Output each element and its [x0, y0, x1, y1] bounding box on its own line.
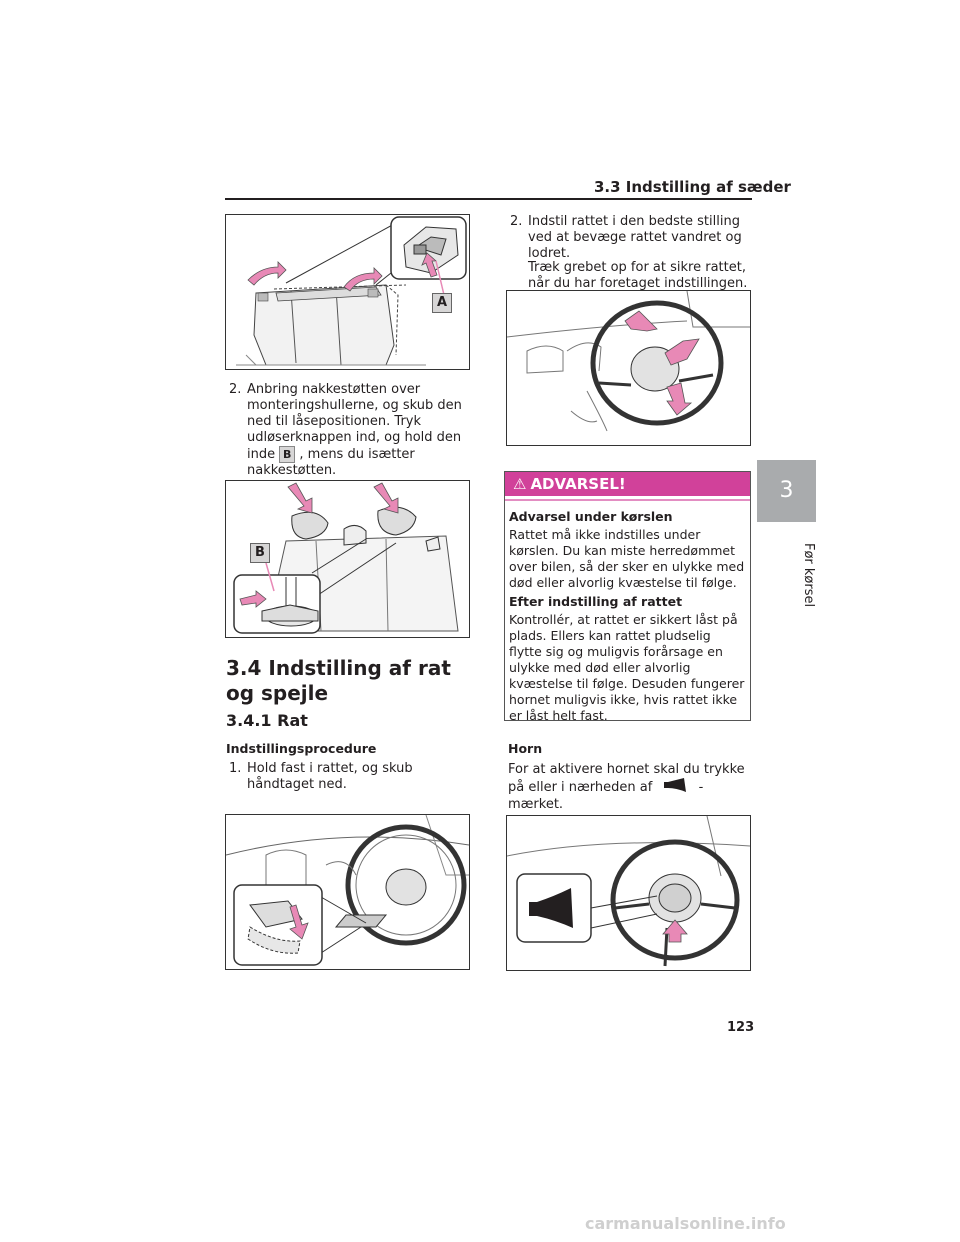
warning-subtitle-driving: Advarsel under kørslen — [509, 509, 673, 524]
page-number: 123 — [727, 1020, 755, 1035]
horn-icon — [656, 778, 694, 797]
horn-text-before: For at aktivere hornet skal du trykke på… — [508, 762, 745, 795]
warning-triangle-icon: ⚠ — [513, 475, 527, 493]
warning-subtitle-after-adjust: Efter indstilling af rattet — [509, 594, 683, 609]
figure-wheel-adjust-directions — [506, 290, 751, 446]
warning-body: Advarsel under kørslen Rattet må ikke in… — [505, 501, 750, 724]
step-1-hold-wheel: 1. Hold fast i rattet, og skub håndtaget … — [229, 761, 483, 793]
step-text: Hold fast i rattet, og skub håndtaget ne… — [247, 761, 413, 792]
warning-title: ADVARSEL! — [530, 475, 626, 493]
figure-callout-b: B — [250, 543, 270, 563]
header-rule — [225, 198, 752, 200]
step-text: Indstil rattet i den bedste stilling ved… — [528, 214, 742, 261]
running-header-title: 3.3 Indstilling af sæder — [594, 178, 791, 196]
step-number: 2. — [510, 214, 523, 229]
horn-text-after: -mærket. — [508, 780, 704, 812]
warning-header: ⚠ ADVARSEL! — [505, 472, 750, 496]
step-text-continued: , mens du isætter nakkestøtten. — [247, 447, 415, 478]
step-number: 2. — [229, 382, 242, 397]
warning-header-underline — [505, 499, 750, 501]
warning-text-driving: Rattet må ikke indstilles under kørslen.… — [509, 527, 745, 590]
chapter-tab: 3 — [757, 460, 816, 522]
chapter-tab-number: 3 — [779, 478, 794, 503]
warning-text-after-adjust: Kontrollér, at rattet er sikkert låst på… — [509, 612, 745, 723]
horn-title: Horn — [508, 741, 543, 756]
step-2-lock-instruction: Træk grebet op for at sikre rattet, når … — [528, 260, 748, 291]
warning-box: ⚠ ADVARSEL! Advarsel under kørslen Ratte… — [504, 471, 751, 724]
figure-horn-location — [506, 815, 751, 971]
subsection-title-3-4-1: 3.4.1 Rat — [226, 711, 308, 730]
figure-callout-a: A — [432, 293, 452, 313]
figure-tilt-lever-down — [225, 814, 470, 970]
section-title-3-4: 3.4 Indstilling af rat og spejle — [226, 656, 451, 705]
step-number: 1. — [229, 761, 242, 776]
procedure-title: Indstillingsprocedure — [226, 741, 377, 756]
horn-instruction: For at aktivere hornet skal du trykke på… — [508, 762, 752, 813]
callout-badge-b: B — [279, 446, 296, 463]
illustration-rear-seat — [226, 215, 469, 369]
step-text: Anbring nakkestøtten over monteringshull… — [247, 382, 462, 462]
illustration-steering-lever — [226, 815, 469, 969]
chapter-tab-label: Før kørsel — [801, 542, 816, 608]
illustration-wheel-adjust — [507, 291, 750, 445]
step-2-adjust-wheel: 2. Indstil rattet i den bedste stilling v… — [510, 214, 766, 262]
illustration-horn-pad — [507, 816, 750, 970]
step-2-headrest-install: 2. Anbring nakkestøtten over monteringshu… — [229, 382, 485, 479]
figure-headrest-insertion: B — [225, 480, 470, 638]
watermark: carmanualsonline.info — [585, 1214, 786, 1233]
figure-rear-seat-headrest-release: A — [225, 214, 470, 370]
